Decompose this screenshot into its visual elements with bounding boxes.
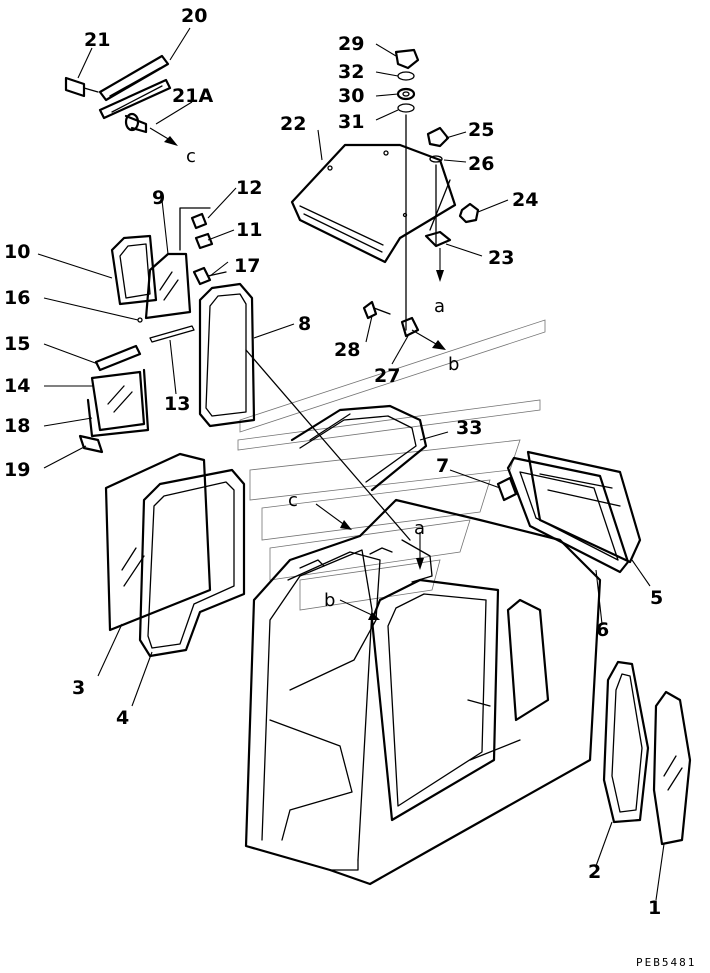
callout-31: 31: [338, 111, 364, 133]
callout-24: 24: [512, 189, 538, 211]
callout-17: 17: [234, 255, 260, 277]
cab-frame: [244, 498, 602, 886]
callout-27: 27: [374, 365, 400, 387]
callout-4: 4: [116, 707, 129, 729]
callout-33: 33: [456, 417, 482, 439]
callout-14: 14: [4, 375, 30, 397]
ref-letter-a-top: a: [434, 296, 445, 317]
callout-19: 19: [4, 459, 30, 481]
connection-arrows: [315, 503, 424, 620]
callout-30: 30: [338, 85, 364, 107]
front-frame-33: [290, 404, 428, 492]
ref-letter-a-cab: a: [414, 518, 425, 539]
bracket-assembly-20-21: [64, 54, 178, 146]
callout-10: 10: [4, 241, 30, 263]
quarter-window-group-14-19: [78, 344, 150, 454]
callout-labels: 20 21 21A c 29 32 30 31 22 25 26 24 23 a…: [4, 5, 696, 969]
callout-21a: 21A: [172, 85, 213, 107]
callout-12: 12: [236, 177, 262, 199]
ref-letter-c-cab: c: [288, 490, 298, 511]
fastener-group-23-26: [424, 126, 480, 282]
callout-18: 18: [4, 415, 30, 437]
ref-letter-b-cab: b: [324, 590, 335, 611]
callout-15: 15: [4, 333, 30, 355]
callout-20: 20: [181, 5, 207, 27]
callout-16: 16: [4, 287, 30, 309]
door-glass-3-4: [104, 452, 246, 658]
callout-23: 23: [488, 247, 514, 269]
callout-28: 28: [334, 339, 360, 361]
callout-26: 26: [468, 153, 494, 175]
seal-frame-8: [198, 282, 411, 541]
drawing-code: PEB5481: [636, 956, 696, 969]
watermark-logo: [237, 319, 546, 611]
callout-6: 6: [596, 619, 609, 641]
callout-25: 25: [468, 119, 494, 141]
ref-letter-b-top: b: [448, 354, 459, 375]
callout-8: 8: [298, 313, 311, 335]
callout-1: 1: [648, 897, 661, 919]
callout-11: 11: [236, 219, 262, 241]
callout-5: 5: [650, 587, 663, 609]
right-window-group-5-7: [496, 450, 642, 574]
callout-3: 3: [72, 677, 85, 699]
callout-21: 21: [84, 29, 110, 51]
bolt-bracket-27-28: [362, 300, 446, 350]
fastener-stack-29-32-30-31: [394, 48, 420, 331]
callout-13: 13: [164, 393, 190, 415]
callout-32: 32: [338, 61, 364, 83]
rear-window-1-2: [602, 660, 692, 846]
callout-9: 9: [152, 187, 165, 209]
ref-letter-c-top: c: [186, 146, 196, 167]
callout-leaders: [37, 27, 665, 901]
callout-7: 7: [436, 455, 449, 477]
callout-22: 22: [280, 113, 306, 135]
roof-cover-22: [290, 143, 457, 264]
callout-29: 29: [338, 33, 364, 55]
callout-2: 2: [588, 861, 601, 883]
